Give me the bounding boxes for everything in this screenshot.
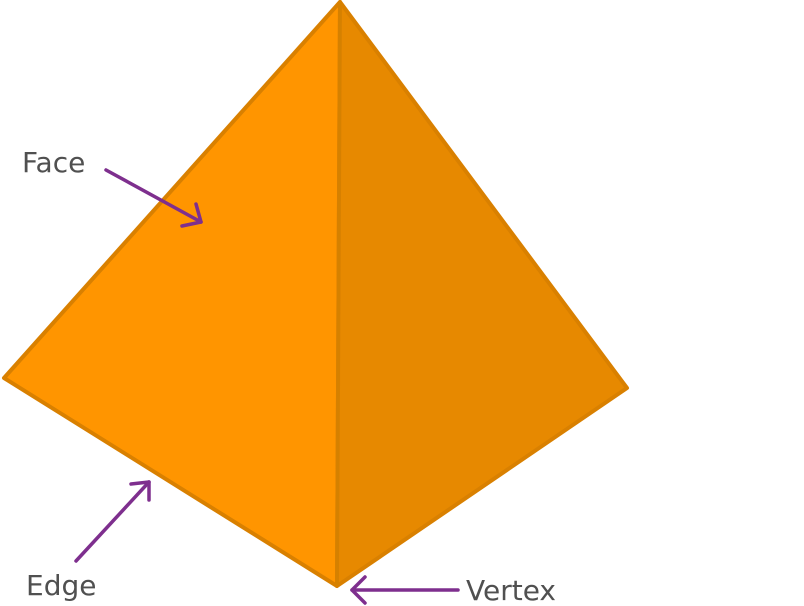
face-label: Face: [22, 146, 85, 179]
front-face: [2, 0, 342, 588]
center-edge: [335, 1, 342, 587]
face-arrow: [104, 168, 203, 228]
edge-arrow: [74, 480, 151, 563]
vertex-label: Vertex: [466, 574, 556, 606]
vertex-arrow: [350, 575, 460, 605]
side-face: [335, 0, 629, 588]
edge-label: Edge: [26, 569, 96, 602]
